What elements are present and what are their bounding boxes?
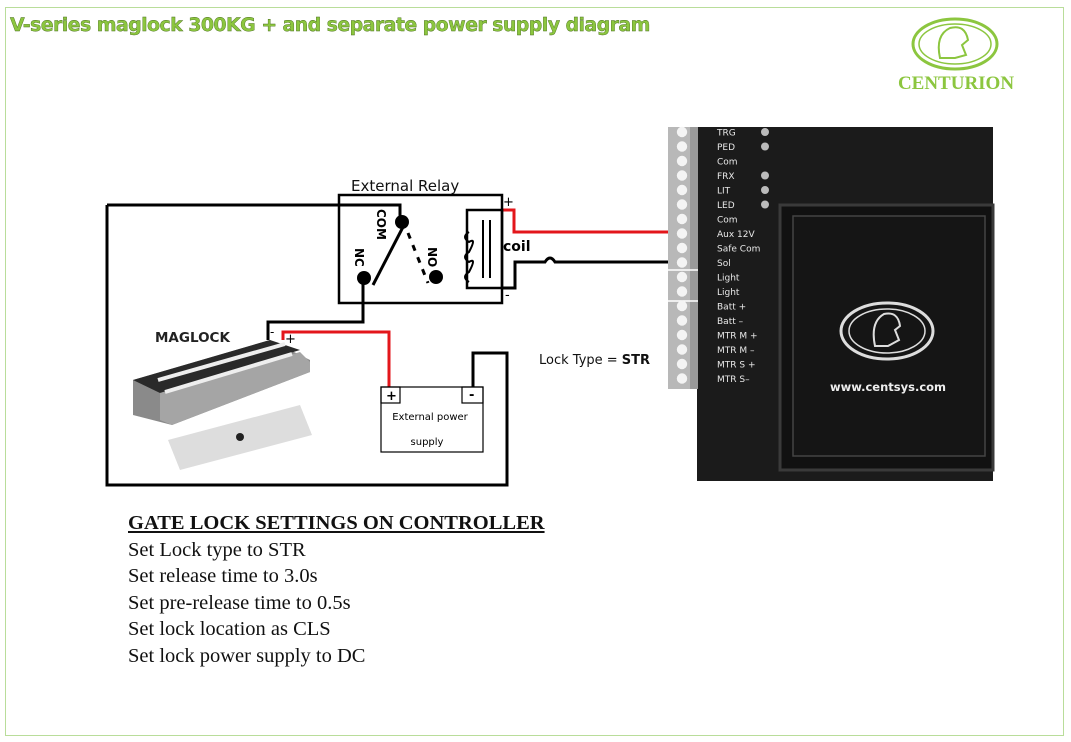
psu-positive-wire xyxy=(281,330,391,388)
centurion-logo: CENTURION xyxy=(898,17,1014,94)
switch-arm xyxy=(371,226,405,286)
centurion-emblem-icon xyxy=(839,301,935,361)
external-relay: External Relay COM NC NO coil + - xyxy=(337,177,531,305)
terminal-label: LIT xyxy=(717,187,731,197)
lock-type-label: Lock Type = STR xyxy=(539,353,650,368)
terminal-screw xyxy=(676,213,688,225)
coil-minus: - xyxy=(505,288,510,303)
terminal-screw xyxy=(676,358,688,370)
terminal-label: Light xyxy=(717,288,740,298)
psu-label-1: External power xyxy=(392,412,468,423)
terminal-screw xyxy=(676,257,688,268)
coil-negative-wire xyxy=(502,256,668,290)
coil-icon xyxy=(465,208,504,290)
gate-lock-settings: GATE LOCK SETTINGS ON CONTROLLER Set Loc… xyxy=(128,510,545,670)
terminal-label: TRG xyxy=(716,129,736,139)
terminal-screw xyxy=(676,373,688,384)
terminal-screw xyxy=(676,271,688,283)
status-led xyxy=(761,142,769,151)
terminal-label: MTR S– xyxy=(717,375,750,385)
page-frame xyxy=(5,7,1064,736)
status-led xyxy=(761,200,769,209)
terminal-screw xyxy=(676,344,688,355)
com-terminal xyxy=(395,215,409,229)
nc-label: NC xyxy=(352,248,366,267)
psu-negative-wire xyxy=(105,205,509,487)
terminal-screw xyxy=(676,286,688,297)
terminal-label: Com xyxy=(717,216,738,226)
terminal-label: Batt – xyxy=(717,317,744,327)
terminal-label: Com xyxy=(717,158,738,168)
svg-text:-: - xyxy=(270,325,274,339)
status-led xyxy=(761,128,769,136)
terminal-screw xyxy=(676,170,688,181)
settings-line: Set release time to 3.0s xyxy=(128,565,318,588)
svg-text:-: - xyxy=(469,388,474,403)
terminal-screw xyxy=(676,242,688,254)
settings-line: Set pre-release time to 0.5s xyxy=(128,591,351,614)
maglock-label: MAGLOCK xyxy=(155,330,230,346)
terminal-screw xyxy=(676,199,688,210)
nc-terminal xyxy=(357,271,371,285)
coil-label: coil xyxy=(503,239,531,255)
wires xyxy=(105,203,668,487)
settings-line: Set lock location as CLS xyxy=(128,618,331,641)
relay-title: External Relay xyxy=(351,177,459,195)
terminal-label: MTR M – xyxy=(717,346,755,356)
terminal-label: MTR M + xyxy=(717,332,758,342)
terminal-label: Light xyxy=(717,274,740,284)
terminal-screw xyxy=(676,329,688,341)
terminal-label: Sol xyxy=(717,259,731,269)
terminal-label: LED xyxy=(717,201,735,211)
helmet-icon xyxy=(937,26,970,59)
settings-heading: GATE LOCK SETTINGS ON CONTROLLER xyxy=(128,512,545,534)
terminal-label: MTR S + xyxy=(717,361,756,371)
external-power-supply: + - External power supply xyxy=(380,386,484,453)
settings-line: Set lock power supply to DC xyxy=(128,644,366,667)
terminal-screw xyxy=(676,228,688,239)
terminal-label: Aux 12V xyxy=(717,230,756,240)
status-led xyxy=(761,186,769,194)
svg-text:+: + xyxy=(285,332,296,347)
terminal-screw xyxy=(676,126,688,138)
no-label: NO xyxy=(425,247,439,267)
no-terminal xyxy=(429,270,443,284)
settings-line: Set Lock type to STR xyxy=(128,538,306,561)
controller-board: www.centsys.com TRGPEDComFRXLITLEDComAux… xyxy=(668,126,995,481)
website-label: www.centsys.com xyxy=(830,380,946,394)
maglock: MAGLOCK - + xyxy=(133,325,312,470)
switch-dashed xyxy=(406,232,430,284)
terminal-screw xyxy=(676,141,688,152)
terminal-screw xyxy=(676,184,688,196)
terminal-label: Batt + xyxy=(717,303,746,313)
terminal-screw xyxy=(676,300,688,312)
psu-label-2: supply xyxy=(411,437,444,448)
coil-plus: + xyxy=(503,195,514,210)
status-led xyxy=(761,171,769,180)
terminal-label: FRX xyxy=(717,172,735,182)
terminal-label: PED xyxy=(717,143,735,153)
page-title: V-series maglock 300KG + and separate po… xyxy=(10,14,651,36)
svg-text:+: + xyxy=(386,389,397,404)
coil-positive-wire xyxy=(502,208,668,234)
com-wire xyxy=(107,203,402,222)
nc-to-maglock-wire xyxy=(266,277,365,340)
terminal-screw xyxy=(676,155,688,167)
com-label: COM xyxy=(374,209,388,240)
terminal-label: Safe Com xyxy=(717,245,760,255)
logo-text: CENTURION xyxy=(898,73,1014,94)
terminal-screw xyxy=(676,315,688,326)
